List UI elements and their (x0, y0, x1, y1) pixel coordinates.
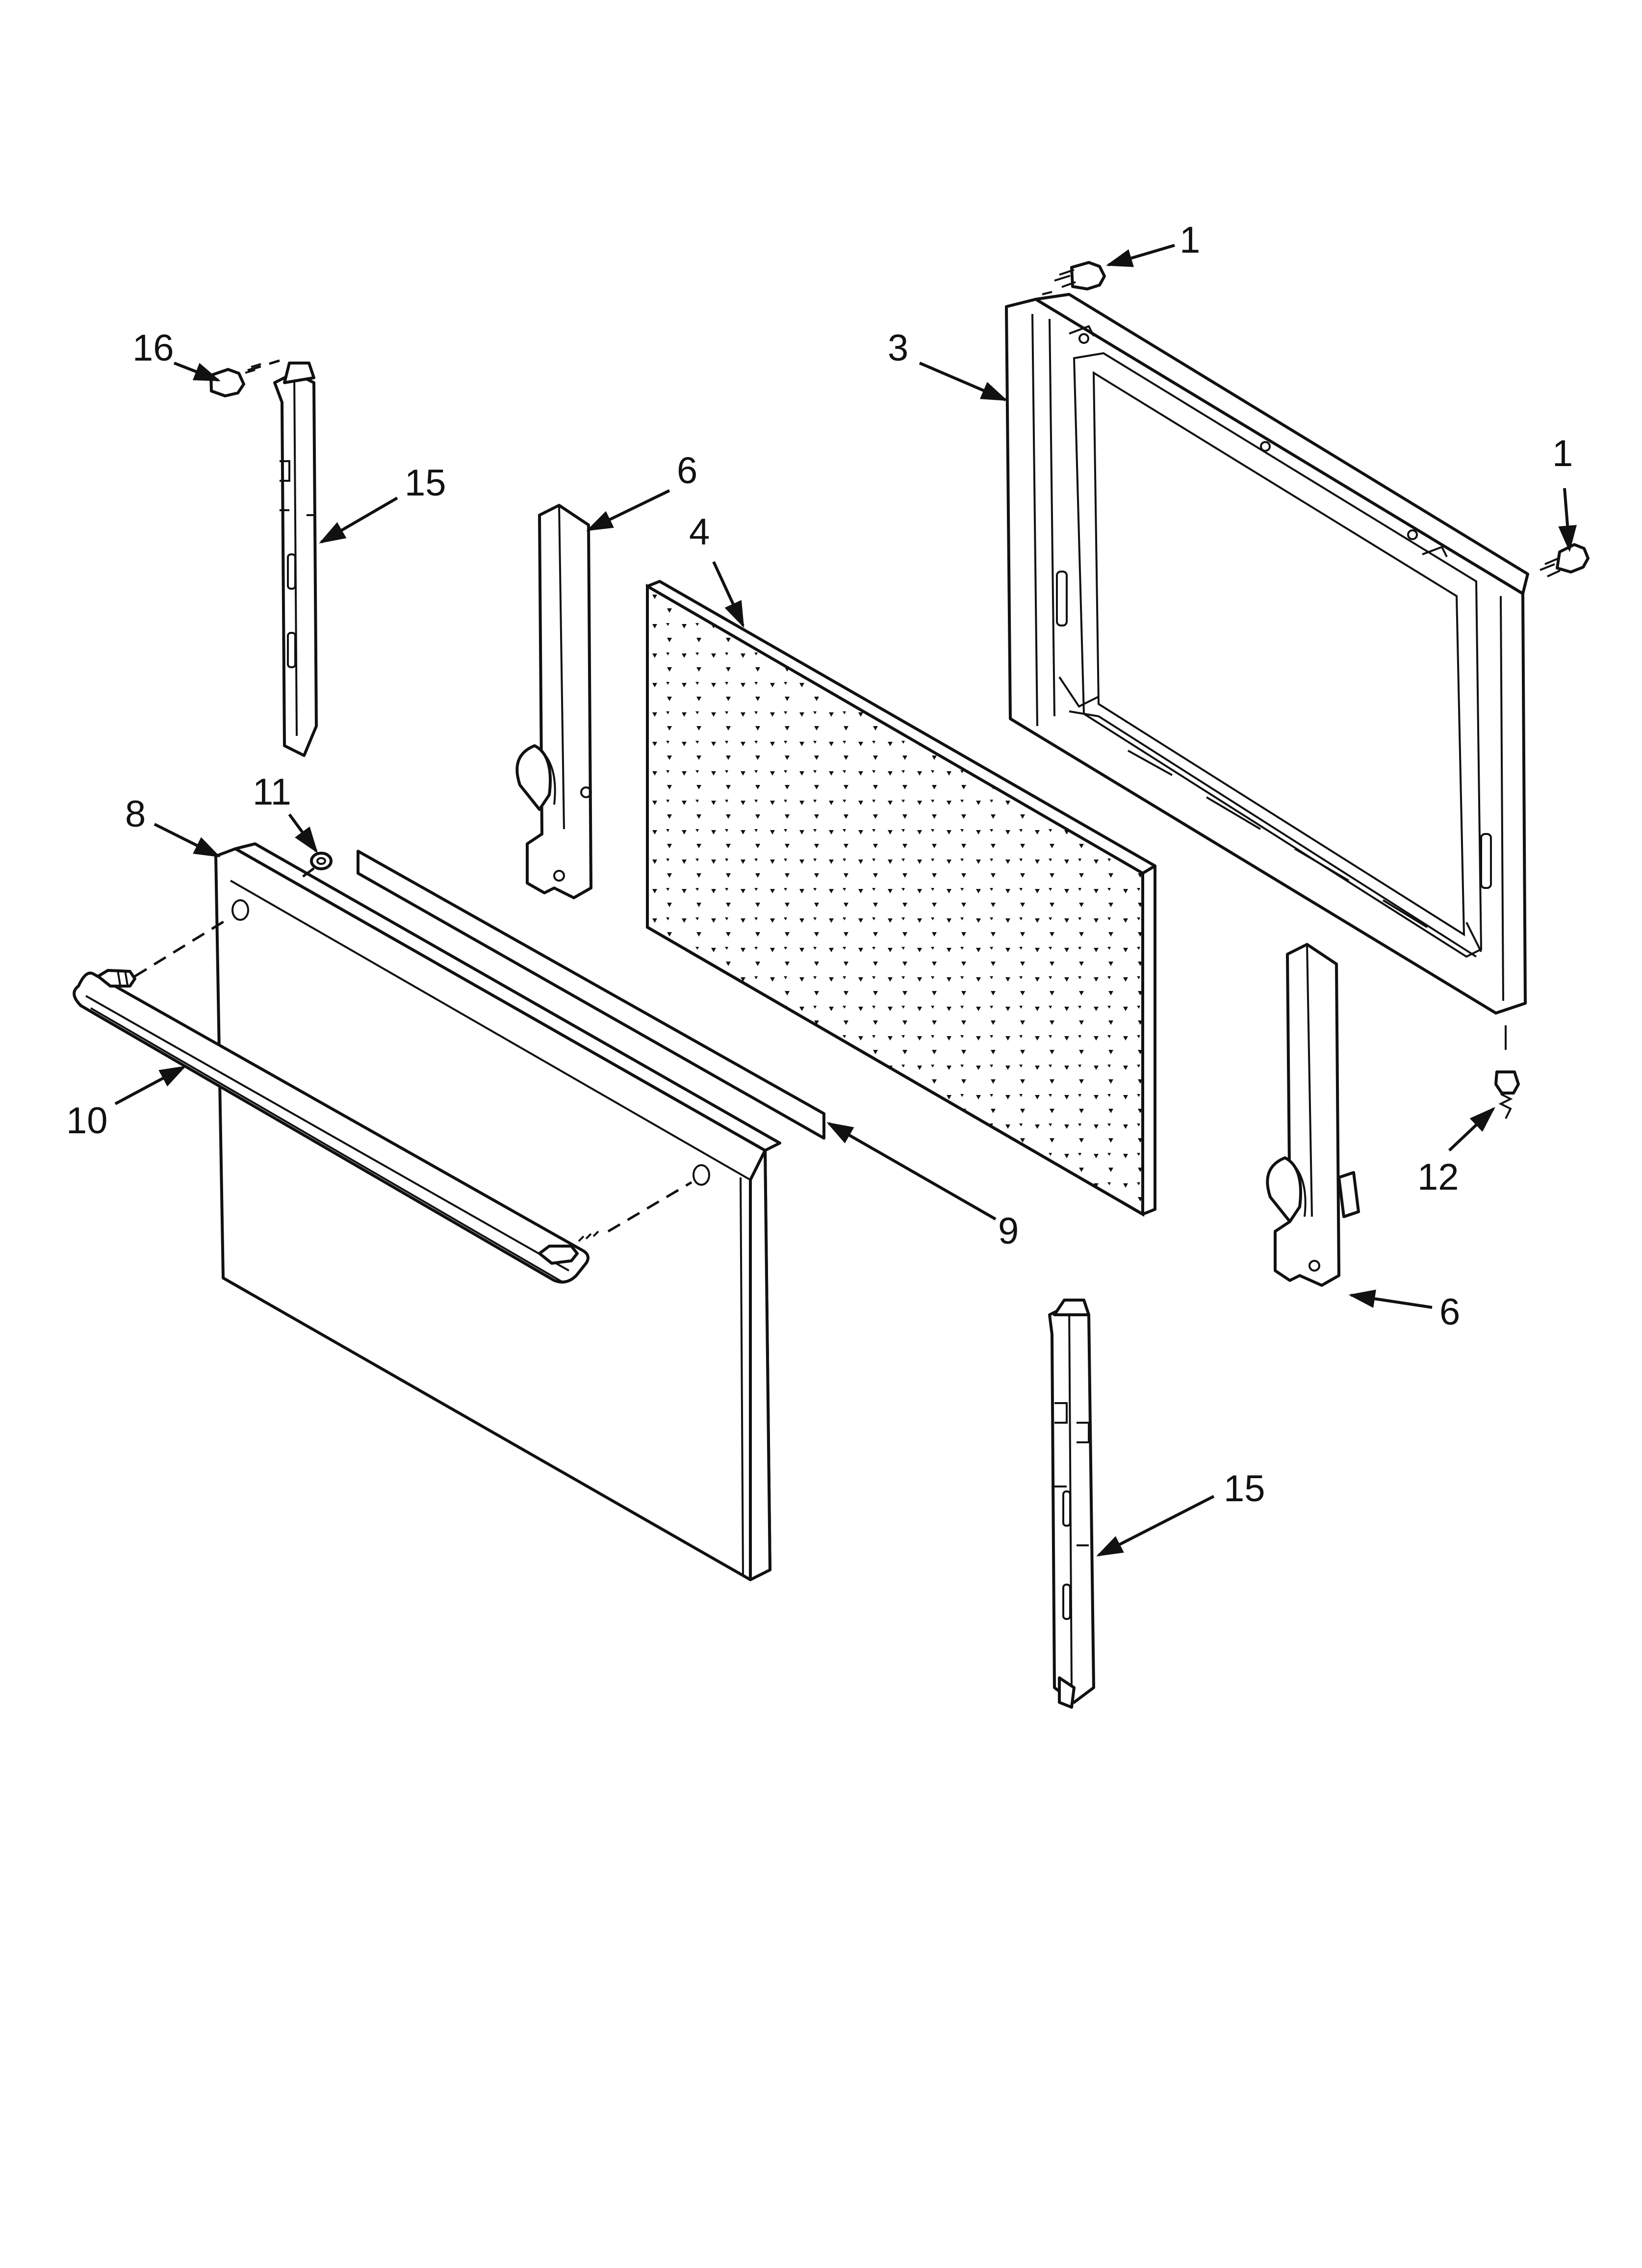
washer (293, 852, 333, 884)
door-frame (1005, 293, 1529, 1015)
screw-right (1539, 543, 1590, 577)
insulation-panel (646, 580, 1156, 1217)
hinge-lower (1266, 943, 1360, 1287)
callout-8: 8 (125, 793, 146, 835)
callout-1-top: 1 (1180, 219, 1200, 261)
leader-lines (114, 244, 1577, 1557)
callout-15-upper: 15 (405, 462, 446, 504)
screw-left (209, 359, 280, 397)
callout-6-lower: 6 (1439, 1291, 1460, 1333)
callout-3: 3 (888, 327, 908, 369)
slide-bracket-lower (1048, 1299, 1095, 1709)
slide-bracket-upper (273, 362, 318, 757)
hinge-upper (515, 504, 592, 899)
callout-1-right: 1 (1552, 433, 1573, 474)
screw-bottom (1494, 1025, 1520, 1119)
callout-16: 16 (132, 327, 174, 369)
screw-top (1042, 261, 1106, 295)
callout-11: 11 (253, 771, 291, 813)
callout-9: 9 (998, 1210, 1019, 1252)
callout-15-lower: 15 (1224, 1468, 1265, 1510)
gasket-strip (357, 850, 825, 1140)
callout-6-upper: 6 (677, 450, 697, 492)
callout-10: 10 (66, 1100, 108, 1142)
door-handle (73, 916, 693, 1284)
callout-4: 4 (689, 511, 710, 553)
callout-12: 12 (1417, 1156, 1459, 1198)
